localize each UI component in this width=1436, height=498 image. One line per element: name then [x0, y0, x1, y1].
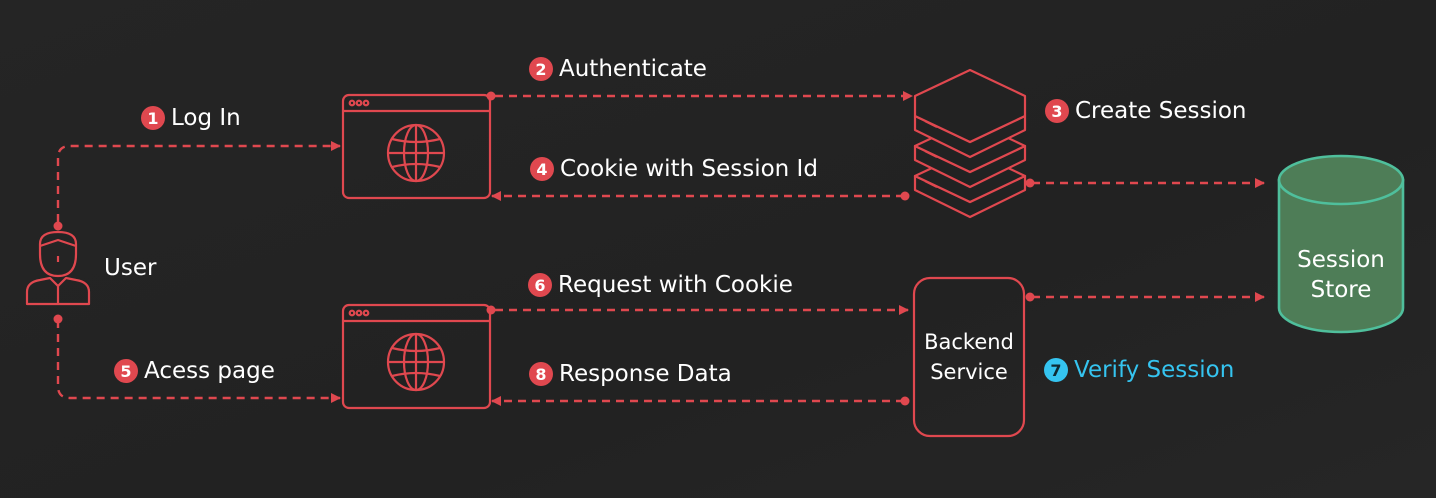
- arrow-login: [56, 140, 342, 222]
- globe-icon: [386, 332, 446, 392]
- backend-service-box: [912, 276, 1026, 438]
- backend-line-1: Backend: [924, 330, 1014, 354]
- backend-service-label: Backend Service: [914, 278, 1024, 436]
- step-3-badge: 3: [1045, 99, 1069, 123]
- backend-line-2: Service: [930, 360, 1008, 384]
- dot-backend-right: [1025, 292, 1035, 302]
- arrow-access-page: [56, 320, 342, 404]
- session-store-label: Session Store: [1279, 210, 1403, 340]
- step-7-label: 7 Verify Session: [1044, 357, 1234, 383]
- dot-server-left: [900, 191, 910, 201]
- step-1-label: 1 Log In: [141, 105, 241, 131]
- user-label: User: [104, 255, 157, 281]
- user-icon: [25, 230, 91, 306]
- step-8-text: Response Data: [559, 361, 732, 387]
- step-8-label: 8 Response Data: [529, 361, 732, 387]
- step-4-label: 4 Cookie with Session Id: [530, 156, 818, 182]
- globe-icon: [386, 123, 446, 183]
- step-2-badge: 2: [529, 57, 553, 81]
- dot-user-bottom: [53, 314, 63, 324]
- dot-server-right: [1025, 178, 1035, 188]
- step-6-text: Request with Cookie: [558, 272, 793, 298]
- browser-window-top: [341, 93, 492, 200]
- step-3-label: 3 Create Session: [1045, 98, 1247, 124]
- step-6-label: 6 Request with Cookie: [528, 272, 793, 298]
- step-5-badge: 5: [114, 359, 138, 383]
- store-line-1: Session: [1297, 247, 1385, 273]
- step-4-text: Cookie with Session Id: [560, 156, 818, 182]
- step-4-badge: 4: [530, 157, 554, 181]
- step-5-text: Acess page: [144, 358, 275, 384]
- step-5-label: 5 Acess page: [114, 358, 275, 384]
- step-7-text: Verify Session: [1074, 357, 1235, 383]
- dot-user-top: [53, 221, 63, 231]
- step-2-label: 2 Authenticate: [529, 56, 707, 82]
- step-8-badge: 8: [529, 362, 553, 386]
- dot-backend-left: [900, 396, 910, 406]
- step-1-badge: 1: [141, 106, 165, 130]
- server-stack-icon: [913, 68, 1027, 219]
- step-6-badge: 6: [528, 273, 552, 297]
- store-line-2: Store: [1310, 277, 1372, 303]
- step-1-text: Log In: [171, 105, 241, 131]
- step-3-text: Create Session: [1075, 98, 1247, 124]
- browser-window-bottom: [341, 303, 492, 410]
- step-2-text: Authenticate: [559, 56, 707, 82]
- step-7-badge: 7: [1044, 358, 1068, 382]
- database-cylinder-icon: [1277, 154, 1405, 334]
